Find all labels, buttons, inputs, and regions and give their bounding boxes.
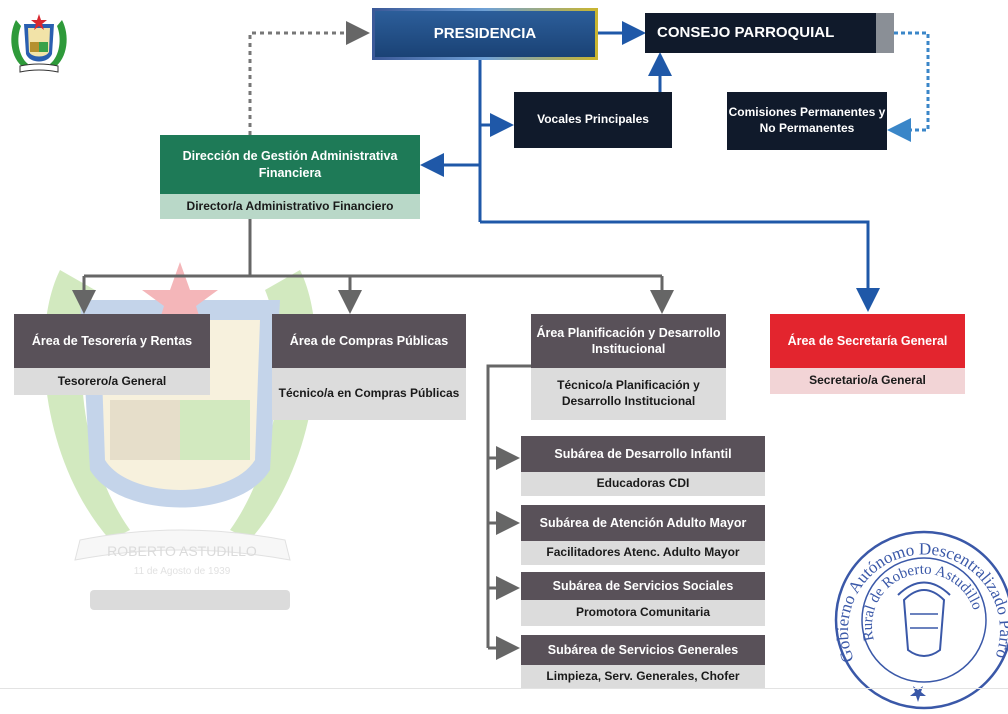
area-tesoreria-role: Tesorero/a General — [14, 368, 210, 395]
subarea-title: Subárea de Desarrollo Infantil — [521, 436, 765, 472]
area-tesoreria-title: Área de Tesorería y Rentas — [14, 314, 210, 368]
area-compras-title: Área de Compras Públicas — [272, 314, 466, 368]
area-compras-role: Técnico/a en Compras Públicas — [272, 368, 466, 420]
consejo-parroquial-box: CONSEJO PARROQUIAL — [645, 13, 893, 53]
official-seal-icon: Gobierno Autónomo Descentralizado Parroq… — [826, 510, 1008, 710]
direccion-role: Director/a Administrativo Financiero — [160, 194, 420, 219]
footer-divider — [0, 688, 1008, 689]
presidencia-box: PRESIDENCIA — [372, 8, 598, 60]
subarea-role: Limpieza, Serv. Generales, Chofer — [521, 665, 765, 689]
parroquia-logo-icon — [11, 14, 67, 73]
svg-text:ROBERTO ASTUDILLO: ROBERTO ASTUDILLO — [107, 543, 257, 559]
svg-text:11 de Agosto de 1939: 11 de Agosto de 1939 — [134, 566, 231, 577]
area-planificacion-title: Área Planificación y Desarrollo Instituc… — [531, 314, 726, 368]
subarea-role: Promotora Comunitaria — [521, 600, 765, 626]
comisiones-box: Comisiones Permanentes y No Permanentes — [727, 92, 887, 150]
subarea-title: Subárea de Servicios Generales — [521, 635, 765, 665]
subarea-title: Subárea de Atención Adulto Mayor — [521, 505, 765, 541]
subarea-role: Educadoras CDI — [521, 472, 765, 496]
area-planificacion-role: Técnico/a Planificación y Desarrollo Ins… — [531, 368, 726, 420]
subarea-role: Facilitadores Atenc. Adulto Mayor — [521, 541, 765, 565]
direccion-title: Dirección de Gestión Administrativa Fina… — [160, 135, 420, 194]
area-secretaria-title: Área de Secretaría General — [770, 314, 965, 368]
consejo-accent — [876, 13, 894, 53]
area-secretaria-role: Secretario/a General — [770, 368, 965, 394]
vocales-principales-box: Vocales Principales — [514, 92, 672, 148]
subarea-title: Subárea de Servicios Sociales — [521, 572, 765, 600]
